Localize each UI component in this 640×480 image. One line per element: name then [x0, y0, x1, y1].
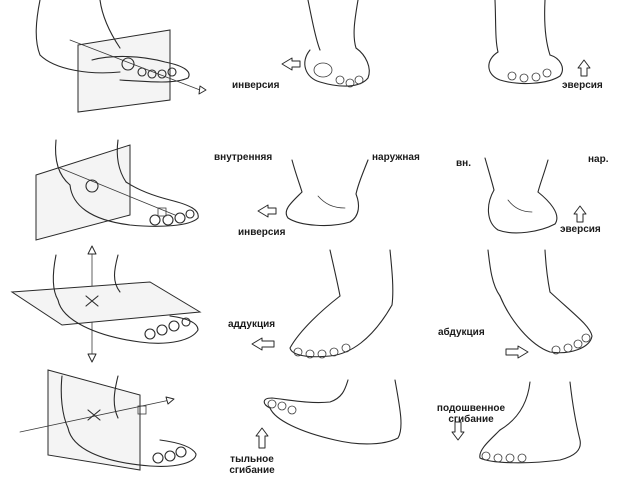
label-plantar-flexion: подошвенное сгибание: [436, 403, 506, 425]
inversion-heel-2: [285, 191, 360, 226]
eversion-sole-1: [488, 51, 563, 85]
row3-plane-diagram: [10, 245, 202, 363]
label-inversion-top: инверсия: [232, 80, 280, 91]
inversion-arrow-1: [281, 57, 301, 71]
row3-adduction-foot: [251, 249, 394, 359]
frontal-plane-1: [77, 29, 171, 113]
label-dorsal-flexion: тыльное сгибание: [229, 454, 275, 476]
row4-plantar-flexion-foot: [451, 381, 581, 464]
label-internal-abbr: вн.: [456, 158, 471, 169]
plantar-leg-4: [499, 381, 531, 431]
leg-outline-1: [35, 0, 121, 74]
leg-outline-2: [54, 139, 71, 186]
foot-outline-4: [67, 427, 197, 467]
row1-inversion-foot: [281, 0, 370, 88]
label-external: наружная: [372, 152, 420, 163]
adduction-foot-3: [289, 295, 393, 358]
abduction-leg-3: [487, 249, 501, 297]
frontal-plane-4: [47, 369, 141, 471]
eversion-leg-1: [494, 0, 499, 53]
label-internal: внутренняя: [214, 152, 273, 163]
eversion-arrow-2: [573, 205, 587, 223]
label-external-abbr: нар.: [588, 154, 609, 165]
eversion-leg-2: [484, 157, 495, 191]
plantar-flexion-arrow-4: [451, 421, 465, 441]
dorsal-foot-4: [263, 379, 349, 409]
joint-center-2: [85, 179, 99, 193]
toe-3: [144, 328, 156, 340]
row1-plane-diagram: [35, 0, 207, 113]
axis-2: [59, 167, 176, 216]
label-eversion-top: эверсия: [562, 80, 603, 91]
toe-2: [149, 214, 161, 226]
adduction-arrow-3: [251, 337, 275, 351]
leg-outline-3: [52, 254, 59, 301]
leg-outline-4: [60, 375, 69, 429]
abduction-foot-3: [499, 291, 593, 354]
row2-plane-diagram: [35, 139, 199, 241]
plantar-foot-4: [479, 429, 581, 464]
row2-eversion-foot: [484, 157, 587, 234]
label-inversion-mid: инверсия: [238, 227, 286, 238]
joint-center-1: [121, 57, 135, 71]
foot-outline-2: [69, 181, 199, 227]
inversion-arrow-2: [257, 204, 277, 218]
label-abduction: абдукция: [438, 327, 485, 338]
row2-inversion-foot: [257, 159, 369, 226]
eversion-arrow-1: [577, 59, 591, 77]
dorsal-flexion-arrow-4: [255, 427, 269, 449]
foot-outline-3: [57, 299, 199, 344]
adduction-leg-3: [329, 249, 341, 297]
inversion-leg-1: [307, 0, 321, 51]
inversion-leg-2: [291, 159, 303, 193]
horizontal-plane-3: [10, 281, 202, 326]
abduction-arrow-3: [505, 345, 529, 359]
toe-4: [152, 452, 164, 464]
label-eversion-mid: эверсия: [560, 224, 601, 235]
eversion-heel-2: [487, 189, 558, 234]
row3-abduction-foot: [487, 249, 593, 359]
row4-plane-diagram: [19, 369, 197, 471]
row4-dorsal-flexion-foot: [255, 379, 402, 449]
sagittal-plane-2: [35, 144, 131, 241]
axis-1: [69, 39, 201, 91]
row1-eversion-foot: [488, 0, 591, 85]
inversion-sole-1: [304, 47, 370, 87]
heel-pad-1: [313, 62, 333, 78]
label-adduction: аддукция: [228, 319, 276, 330]
foot-outline-1: [91, 55, 190, 83]
